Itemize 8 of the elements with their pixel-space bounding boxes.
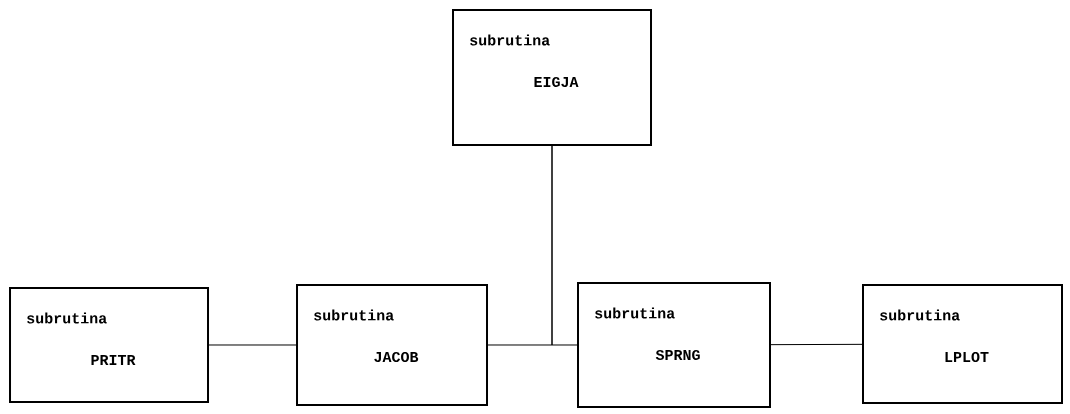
connector-line <box>208 344 297 346</box>
subroutine-box: subrutina JACOB <box>296 284 488 406</box>
subroutine-box: subrutina PRITR <box>9 287 209 403</box>
subroutine-box: subrutina LPLOT <box>862 284 1063 404</box>
connector-line <box>770 343 863 346</box>
connector-line <box>551 145 578 346</box>
subroutine-box: subrutina EIGJA <box>452 9 652 146</box>
subroutine-box: subrutina SPRNG <box>577 282 771 408</box>
